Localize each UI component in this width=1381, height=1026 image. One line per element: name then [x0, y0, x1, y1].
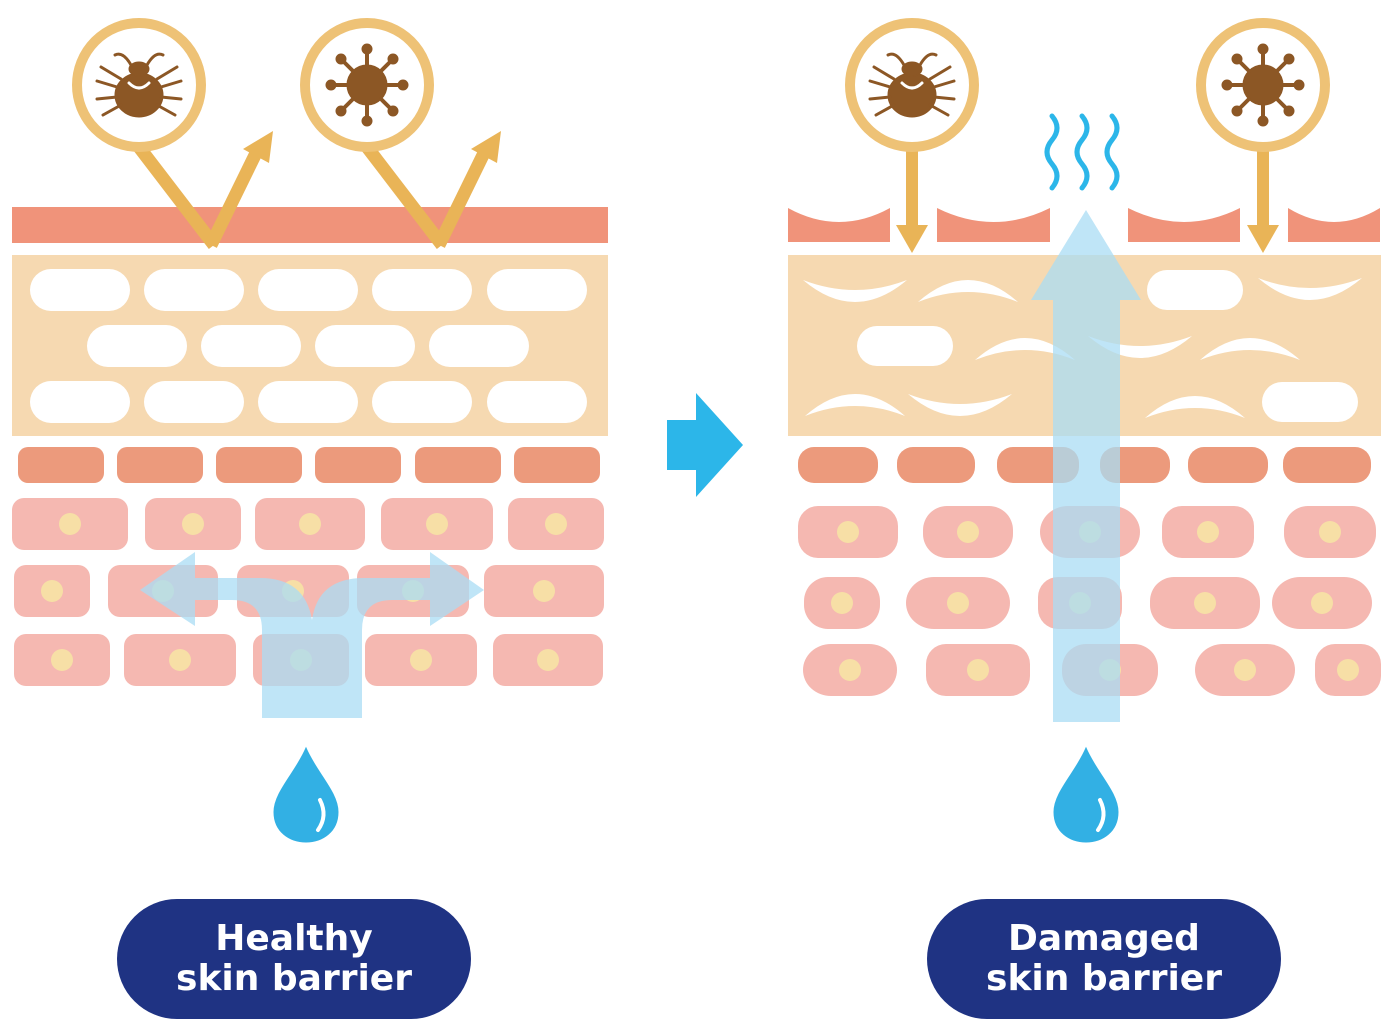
- cell-nucleus: [51, 649, 73, 671]
- healthy-label-line2: skin barrier: [176, 959, 412, 999]
- corneum-cell: [201, 325, 301, 367]
- damaged-corneum-cell: [1147, 270, 1243, 310]
- germ-icon-icon: [1222, 44, 1304, 126]
- corneum-cell: [144, 381, 244, 423]
- corneum-cell: [487, 269, 587, 311]
- cell-nucleus: [537, 649, 559, 671]
- damaged-granular-cell: [1188, 447, 1268, 483]
- water-drop-icon: [1054, 748, 1118, 842]
- damaged-outer-layer: [937, 208, 1050, 242]
- water-drop-icon: [274, 748, 338, 842]
- damaged-cell-nucleus: [839, 659, 861, 681]
- corneum-cell: [87, 325, 187, 367]
- damaged-outer-layer: [1288, 208, 1380, 242]
- damaged-cell-nucleus: [1194, 592, 1216, 614]
- healthy-skin-panel: [12, 23, 608, 842]
- damaged-cell-nucleus: [1234, 659, 1256, 681]
- granular-cell: [514, 447, 600, 483]
- corneum-cell: [258, 381, 358, 423]
- damaged-corneum-cell: [857, 326, 953, 366]
- damaged-granular-cell: [798, 447, 878, 483]
- damaged-cell-nucleus: [947, 592, 969, 614]
- cell-nucleus: [299, 513, 321, 535]
- cell-nucleus: [533, 580, 555, 602]
- germ-icon-arrowhead: [1247, 225, 1279, 253]
- granular-cell: [117, 447, 203, 483]
- cell-nucleus: [426, 513, 448, 535]
- cell-nucleus: [545, 513, 567, 535]
- granular-cell: [415, 447, 501, 483]
- evaporation-waves-icon: [1107, 116, 1117, 188]
- damaged-granular-cell: [897, 447, 975, 483]
- outer-skin-layer: [12, 207, 608, 243]
- damaged-corneum-cell: [1262, 382, 1358, 422]
- corneum-cell: [144, 269, 244, 311]
- damaged-cell-nucleus: [831, 592, 853, 614]
- damaged-granular-cell: [1283, 447, 1371, 483]
- damaged-cell-nucleus: [967, 659, 989, 681]
- evaporation-waves-icon: [1077, 116, 1087, 188]
- cell-nucleus: [41, 580, 63, 602]
- cell-nucleus: [59, 513, 81, 535]
- damaged-skin-panel: [788, 23, 1381, 842]
- damaged-label-line2: skin barrier: [986, 959, 1222, 999]
- corneum-cell: [487, 381, 587, 423]
- corneum-cell: [30, 269, 130, 311]
- corneum-cell: [372, 269, 472, 311]
- cell-nucleus: [169, 649, 191, 671]
- cell-nucleus: [410, 649, 432, 671]
- cell-nucleus: [182, 513, 204, 535]
- damaged-outer-layer: [788, 208, 890, 242]
- damaged-outer-layer: [1128, 208, 1240, 242]
- germ-icon-icon: [326, 44, 408, 126]
- granular-cell: [315, 447, 401, 483]
- damaged-cell-nucleus: [1311, 592, 1333, 614]
- damaged-cell-nucleus: [1337, 659, 1359, 681]
- mite-icon-arrowhead: [896, 225, 928, 253]
- damaged-cell-nucleus: [1319, 521, 1341, 543]
- transition-area: [667, 393, 743, 497]
- corneum-cell: [372, 381, 472, 423]
- corneum-cell: [429, 325, 529, 367]
- granular-cell: [216, 447, 302, 483]
- evaporation-waves-icon: [1047, 116, 1057, 188]
- damaged-cell-nucleus: [837, 521, 859, 543]
- corneum-cell: [258, 269, 358, 311]
- granular-cell: [18, 447, 104, 483]
- damaged-cell-nucleus: [957, 521, 979, 543]
- damaged-cell-nucleus: [1197, 521, 1219, 543]
- healthy-label: Healthy skin barrier: [117, 899, 471, 1019]
- healthy-label-line1: Healthy: [176, 919, 412, 959]
- damaged-label: Damaged skin barrier: [927, 899, 1281, 1019]
- right-arrow-icon: [667, 393, 743, 497]
- damaged-label-line1: Damaged: [986, 919, 1222, 959]
- corneum-cell: [30, 381, 130, 423]
- corneum-cell: [315, 325, 415, 367]
